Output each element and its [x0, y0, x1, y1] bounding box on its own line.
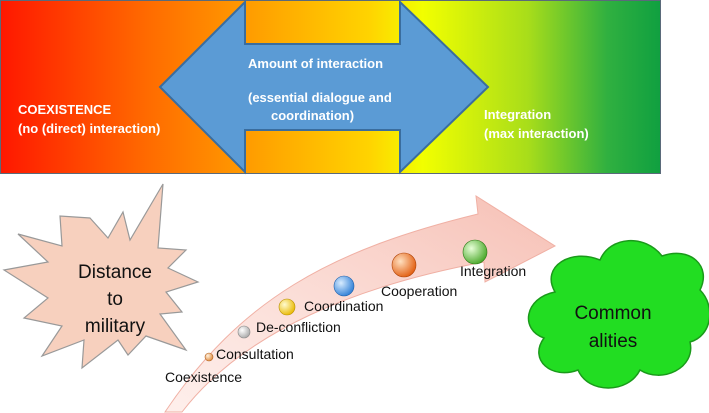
stage-label-coexistence: Coexistence — [165, 369, 243, 385]
stage-label-cooperation: Cooperation — [381, 283, 458, 299]
stage-label-coordination: Coordination — [304, 298, 384, 314]
stage-label-deconfliction: De-confliction — [256, 319, 341, 335]
star-line-3: military — [84, 316, 146, 337]
double-arrow-shape — [158, 0, 490, 175]
interaction-arrow-subtitle-1: (essential dialogue and — [248, 90, 392, 105]
stage-ball-deconfliction — [278, 298, 296, 316]
stage-ball-coexistence — [204, 352, 214, 362]
stage-ball-consultation — [237, 325, 251, 339]
star-line-1: Distance — [78, 262, 152, 283]
coexistence-subtitle: (no (direct) interaction) — [18, 121, 161, 136]
stage-ball-cooperation — [391, 252, 417, 278]
progression-curved-arrow — [164, 195, 557, 413]
distance-star-shape — [2, 183, 200, 370]
star-line-2: to — [107, 289, 123, 310]
integration-title: Integration — [484, 107, 552, 122]
interaction-arrow-subtitle-2: coordination) — [271, 108, 355, 123]
stage-ball-integration — [462, 239, 488, 265]
cloud-line-1: Common — [574, 303, 652, 324]
stage-label-integration: Integration — [460, 263, 527, 279]
stage-ball-coordination — [333, 275, 355, 297]
commonalities-label: Common alities — [548, 300, 678, 356]
interaction-arrow-title: Amount of interaction — [248, 56, 384, 71]
distance-to-military-label: Distance to military — [60, 259, 170, 340]
integration-subtitle: (max interaction) — [484, 126, 589, 141]
cloud-line-2: alities — [588, 331, 638, 352]
stage-label-consultation: Consultation — [216, 346, 294, 362]
commonalities-cloud-shape — [527, 240, 709, 389]
coexistence-title: COEXISTENCE — [18, 102, 112, 117]
